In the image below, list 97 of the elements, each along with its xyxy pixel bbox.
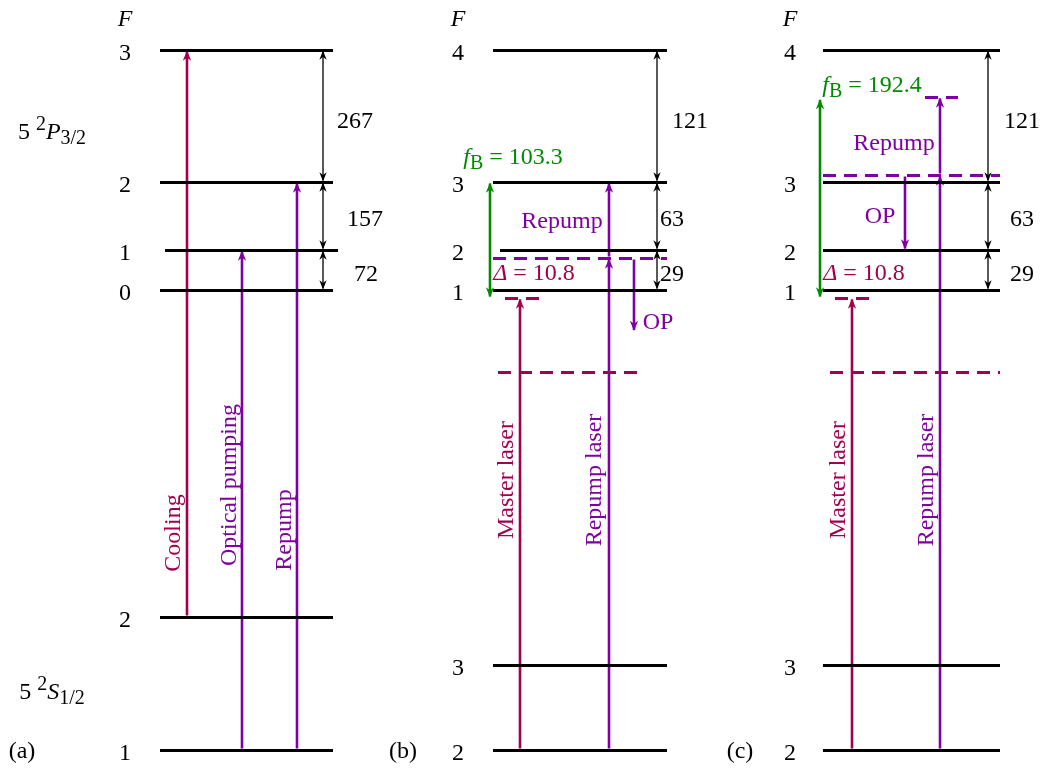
level-number: 1 <box>452 280 464 304</box>
energy-level-line <box>160 180 333 184</box>
arrow <box>485 182 495 298</box>
arrow <box>292 182 302 749</box>
energy-level-line <box>160 48 333 52</box>
energy-level-line <box>493 748 667 752</box>
level-number: 2 <box>119 172 131 196</box>
edge-label: 121 <box>672 108 708 132</box>
energy-level-line <box>493 288 667 292</box>
edge-label: f$_{B}$ = 103.3 <box>463 143 563 173</box>
level-number: 1 <box>784 280 796 304</box>
edge-label: Repump <box>271 489 295 571</box>
edge-label: Optical pumping <box>216 404 240 566</box>
virtual-level-line <box>505 296 540 300</box>
edge-label: Repump <box>521 208 603 232</box>
level-number: 3 <box>784 172 796 196</box>
arrow <box>515 298 525 749</box>
level-number: 4 <box>452 40 464 64</box>
edge-label: OP <box>642 309 674 333</box>
edge-label: Repump laser <box>913 413 937 547</box>
edge-label: 121 <box>1004 108 1040 132</box>
energy-level-line <box>160 288 333 292</box>
virtual-level-line <box>498 370 640 374</box>
energy-level-line <box>823 180 1000 184</box>
level-number: 0 <box>119 280 131 304</box>
arrow <box>629 259 639 332</box>
level-number: 3 <box>452 172 464 196</box>
edge-label: 63 <box>1010 206 1034 230</box>
label: (b) <box>389 738 417 762</box>
arrow <box>815 98 825 298</box>
edge-label: Repump <box>853 130 935 154</box>
label: 5 $^{2}$S$_{1/2}$ <box>19 672 85 708</box>
edge-label: 267 <box>337 108 373 132</box>
level-number: 2 <box>784 240 796 264</box>
edge-label: OP <box>864 203 896 227</box>
arrow <box>900 176 910 250</box>
edge-label: Repump laser <box>581 413 605 547</box>
label: 5 $^{2}$P$_{3/2}$ <box>17 112 87 148</box>
arrow <box>984 250 992 290</box>
virtual-level-line <box>823 173 1000 177</box>
label: (a) <box>8 738 36 762</box>
energy-level-line <box>493 663 667 667</box>
energy-level-line <box>165 248 338 252</box>
arrow <box>319 50 327 182</box>
energy-level-line <box>823 748 1000 752</box>
arrow <box>653 250 661 290</box>
arrow <box>604 182 614 257</box>
edge-label: f$_{B}$ = 192.4 <box>822 71 922 101</box>
axis-label: F <box>450 6 466 30</box>
annotation: Δ = 10.8 <box>493 260 575 284</box>
edge-label: Cooling <box>160 494 184 572</box>
energy-level-line <box>160 748 333 752</box>
arrow <box>237 250 247 749</box>
edge-label: 72 <box>354 261 378 285</box>
level-number: 3 <box>784 655 796 679</box>
energy-level-line <box>823 663 1000 667</box>
virtual-level-line <box>925 95 958 99</box>
level-number: 1 <box>119 240 131 264</box>
energy-level-line <box>823 48 1000 52</box>
level-number: 2 <box>784 740 796 764</box>
level-number: 4 <box>784 40 796 64</box>
level-number: 3 <box>119 40 131 64</box>
level-number: 1 <box>119 740 131 764</box>
virtual-level-line <box>830 370 1000 374</box>
arrow <box>984 182 992 250</box>
virtual-level-line <box>493 256 667 260</box>
arrow <box>935 175 945 749</box>
level-number: 3 <box>452 655 464 679</box>
level-number: 2 <box>119 607 131 631</box>
arrow <box>319 182 327 250</box>
edge-label: Master laser <box>493 421 517 539</box>
arrow <box>653 50 661 182</box>
edge-label: 29 <box>1010 261 1034 285</box>
energy-level-line <box>160 615 333 619</box>
label: (c) <box>726 738 754 762</box>
level-number: 2 <box>452 740 464 764</box>
arrow <box>604 258 614 749</box>
energy-level-line <box>823 248 1000 252</box>
energy-level-line <box>493 180 667 184</box>
edge-label: 157 <box>347 206 383 230</box>
level-number: 2 <box>452 240 464 264</box>
edge-label: 29 <box>660 261 684 285</box>
edge-label: 63 <box>660 206 684 230</box>
arrow <box>182 50 192 616</box>
arrow <box>653 182 661 250</box>
energy-level-line <box>500 248 667 252</box>
energy-level-line <box>493 48 667 52</box>
arrow <box>319 250 327 290</box>
edge-label: Master laser <box>825 421 849 539</box>
arrow <box>984 50 992 182</box>
arrow <box>847 298 857 749</box>
arrow <box>935 97 945 174</box>
axis-label: F <box>782 6 798 30</box>
annotation: Δ = 10.8 <box>823 260 905 284</box>
energy-level-line <box>823 288 1000 292</box>
virtual-level-line <box>835 296 870 300</box>
axis-label: F <box>117 6 133 30</box>
